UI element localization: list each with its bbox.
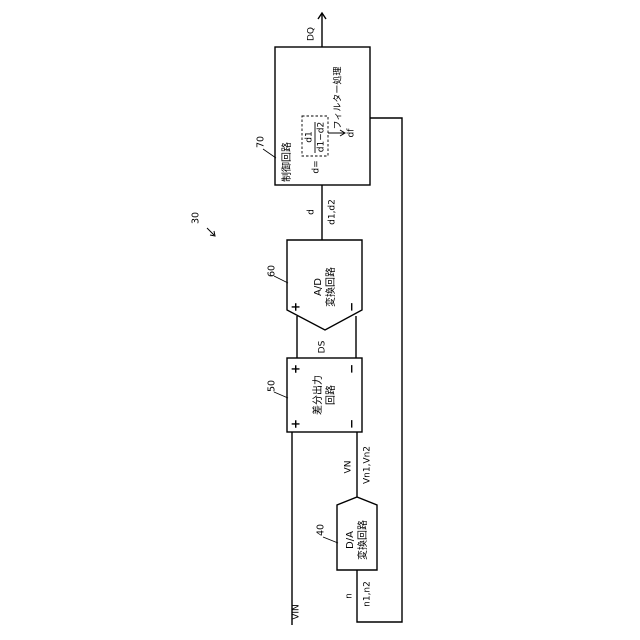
d-label: d xyxy=(307,209,317,215)
n1-n2-label: n1,n2 xyxy=(363,581,373,607)
diff-line1: 差分出力 xyxy=(311,375,324,415)
svg-text:70: 70 xyxy=(256,136,267,148)
control-ref: 70 xyxy=(256,136,267,148)
svg-text:D/A: D/A xyxy=(345,531,356,549)
svg-text:VIN: VIN xyxy=(292,604,302,620)
svg-text:d1: d1 xyxy=(305,131,315,142)
svg-text:Vn1,Vn2: Vn1,Vn2 xyxy=(363,446,373,484)
vn1-vn2-label: Vn1,Vn2 xyxy=(363,446,373,484)
ds-label: DS xyxy=(318,340,328,353)
filter-note: フィルター処理 xyxy=(332,67,344,130)
svg-text:−: − xyxy=(345,419,359,429)
svg-text:DQ: DQ xyxy=(307,27,317,41)
diff-minus-top: − xyxy=(345,364,359,374)
svg-text:n1,n2: n1,n2 xyxy=(363,581,373,607)
formula-numerator: d1 xyxy=(305,131,315,142)
svg-text:+: + xyxy=(289,364,303,374)
adc-block xyxy=(287,240,362,330)
svg-text:制御回路: 制御回路 xyxy=(280,142,293,182)
dq-label: DQ xyxy=(307,27,317,41)
svg-text:フィルター処理: フィルター処理 xyxy=(332,67,344,130)
dac-line1: D/A xyxy=(345,531,356,549)
diff-plus-top: + xyxy=(289,364,303,374)
svg-text:+: + xyxy=(289,302,303,312)
svg-text:回路: 回路 xyxy=(324,385,337,405)
svg-text:d: d xyxy=(307,209,317,215)
control-name: 制御回路 xyxy=(280,142,293,182)
d1-d2-label: d1,d2 xyxy=(328,199,338,225)
dac-ref-leader xyxy=(323,537,338,543)
formula-denominator: d1−d2 xyxy=(317,122,327,152)
diff-plus-bottom: + xyxy=(289,419,303,429)
svg-text:60: 60 xyxy=(267,265,278,277)
svg-text:30: 30 xyxy=(191,212,202,224)
vin-label: VIN xyxy=(292,604,302,620)
adc-minus-sign: − xyxy=(345,302,359,312)
formula-lhs: d= xyxy=(312,160,322,173)
diff-ref-leader xyxy=(274,392,288,398)
n-label: n xyxy=(345,593,355,599)
svg-text:DS: DS xyxy=(318,340,328,353)
svg-text:d1,d2: d1,d2 xyxy=(328,199,338,225)
figure-ref-label: 30 xyxy=(191,212,202,224)
svg-text:50: 50 xyxy=(267,380,278,392)
svg-text:−: − xyxy=(345,302,359,312)
svg-text:+: + xyxy=(289,419,303,429)
dac-ref: 40 xyxy=(316,524,327,536)
svg-text:A/D: A/D xyxy=(313,278,324,296)
svg-text:−: − xyxy=(345,364,359,374)
figure-ref-leader xyxy=(207,228,214,235)
svg-text:変換回路: 変換回路 xyxy=(356,520,369,560)
adc-plus-sign: + xyxy=(289,302,303,312)
adc-line2: 変換回路 xyxy=(324,267,337,307)
filtered-symbol: df xyxy=(347,128,357,138)
svg-text:n: n xyxy=(345,593,355,599)
diff-line2: 回路 xyxy=(324,385,337,405)
adc-ref-leader xyxy=(274,276,288,283)
diff-ref: 50 xyxy=(267,380,278,392)
dac-block xyxy=(337,497,377,570)
svg-text:df: df xyxy=(347,128,357,138)
svg-text:VN: VN xyxy=(344,461,354,474)
dac-line2: 変換回路 xyxy=(356,520,369,560)
adc-line1: A/D xyxy=(313,278,324,296)
svg-text:差分出力: 差分出力 xyxy=(311,375,324,415)
svg-text:d=: d= xyxy=(312,160,322,173)
svg-text:変換回路: 変換回路 xyxy=(324,267,337,307)
svg-text:d1−d2: d1−d2 xyxy=(317,122,327,152)
control-ref-leader xyxy=(263,149,276,158)
adc-ref: 60 xyxy=(267,265,278,277)
svg-text:40: 40 xyxy=(316,524,327,536)
diff-minus-bottom: − xyxy=(345,419,359,429)
vn-label: VN xyxy=(344,461,354,474)
